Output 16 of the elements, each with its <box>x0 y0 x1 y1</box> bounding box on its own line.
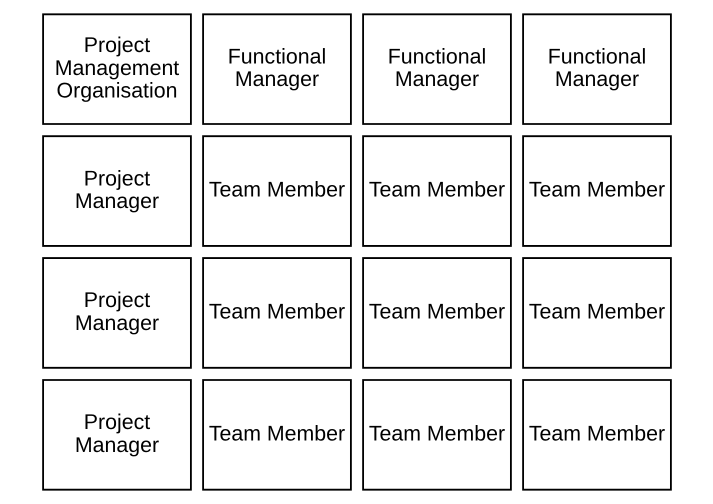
node-box: Team Member <box>202 379 352 491</box>
node-box: Team Member <box>362 379 512 491</box>
node-box: Team Member <box>522 257 672 369</box>
node-box: Team Member <box>362 135 512 247</box>
node-box: Project Manager <box>42 135 192 247</box>
node-box: Project Manager <box>42 379 192 491</box>
node-box: Team Member <box>362 257 512 369</box>
node-box: Team Member <box>522 135 672 247</box>
node-box: Team Member <box>202 257 352 369</box>
node-box: Functional Manager <box>202 13 352 125</box>
node-box: Team Member <box>202 135 352 247</box>
node-box: Project Management Organisation <box>42 13 192 125</box>
node-box: Team Member <box>522 379 672 491</box>
node-box: Functional Manager <box>522 13 672 125</box>
node-box: Project Manager <box>42 257 192 369</box>
node-box: Functional Manager <box>362 13 512 125</box>
